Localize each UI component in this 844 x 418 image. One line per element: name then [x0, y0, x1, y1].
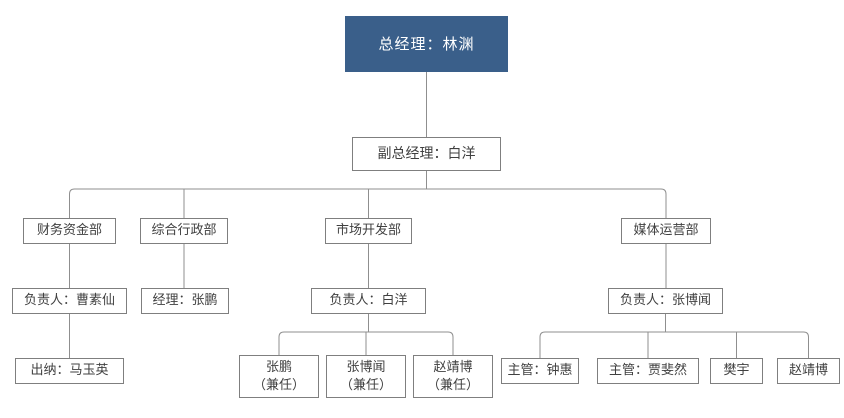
node-media-dept[interactable]: 媒体运营部: [621, 218, 711, 244]
node-zhangbowen-concurrent[interactable]: 张博闻 （兼任）: [326, 355, 406, 398]
node-zhaojingbo-concurrent[interactable]: 赵靖博 （兼任）: [413, 355, 493, 398]
node-general-manager[interactable]: 总经理：林渊: [345, 16, 508, 72]
node-market-lead[interactable]: 负责人：白洋: [311, 288, 426, 314]
connector: [69, 188, 667, 218]
node-admin-manager[interactable]: 经理：张鹏: [141, 288, 229, 314]
node-zhangpeng-concurrent[interactable]: 张鹏 （兼任）: [239, 355, 319, 398]
node-zhaojingbo[interactable]: 赵靖博: [777, 358, 840, 384]
node-deputy-general-manager[interactable]: 副总经理：白洋: [352, 137, 501, 171]
node-media-lead[interactable]: 负责人：张博闻: [608, 288, 723, 314]
node-admin-dept[interactable]: 综合行政部: [140, 218, 228, 244]
node-finance-lead[interactable]: 负责人：曹素仙: [12, 288, 127, 314]
node-finance-dept[interactable]: 财务资金部: [23, 218, 116, 244]
node-cashier[interactable]: 出纳：马玉英: [15, 358, 124, 384]
node-fanyu[interactable]: 樊宇: [710, 358, 763, 384]
node-supervisor-zhonghui[interactable]: 主管：钟惠: [501, 358, 579, 384]
connector: [539, 331, 809, 358]
node-supervisor-jiafeiran[interactable]: 主管：贾斐然: [597, 358, 699, 384]
node-market-dept[interactable]: 市场开发部: [325, 218, 412, 244]
connector: [278, 331, 454, 355]
